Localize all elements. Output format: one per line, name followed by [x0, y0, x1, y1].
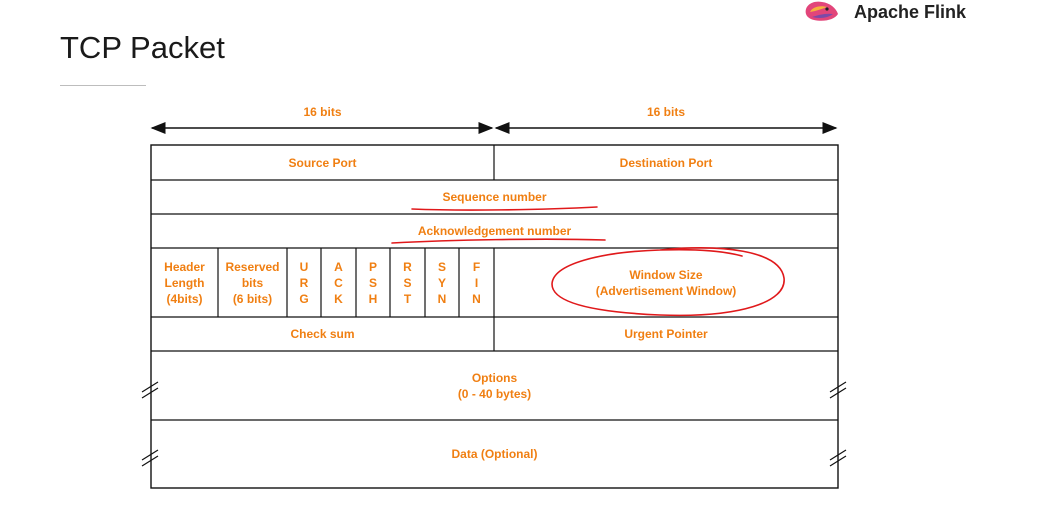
flag-letter: I	[474, 275, 479, 290]
brand-name: Apache Flink	[854, 1, 967, 22]
flag-letter: U	[299, 259, 309, 274]
field-sequence-number: Sequence number	[442, 190, 547, 204]
flag-letter: K	[334, 291, 343, 306]
break-mark-right-data	[829, 449, 847, 467]
field-checksum: Check sum	[290, 327, 355, 341]
reserved-line: (6 bits)	[232, 291, 273, 306]
flag-letter: T	[403, 291, 412, 306]
window-size-title: Window Size	[629, 267, 703, 282]
break-mark-right-options	[829, 381, 847, 399]
field-destination-port: Destination Port	[619, 155, 713, 170]
flag-letter: P	[368, 259, 377, 274]
field-urgent-pointer: Urgent Pointer	[624, 327, 708, 341]
flag-letter: S	[437, 259, 446, 274]
flag-letter: N	[437, 291, 447, 306]
flag-letter: S	[403, 275, 412, 290]
header-length-line: Length	[164, 275, 205, 290]
flag-letter: N	[472, 291, 481, 306]
header-length-line: (4bits)	[166, 291, 203, 306]
flag-ack: A C K	[321, 248, 356, 317]
title-divider	[60, 85, 146, 86]
flag-letter: A	[334, 259, 343, 274]
page-title: TCP Packet	[60, 30, 225, 65]
field-source-port: Source Port	[288, 155, 357, 170]
break-mark-left-data	[141, 449, 159, 467]
flag-syn: S Y N	[425, 248, 459, 317]
field-window-size: Window Size (Advertisement Window)	[494, 248, 838, 317]
flag-urg: U R G	[287, 248, 321, 317]
field-data: Data (Optional)	[451, 447, 538, 461]
flag-letter: F	[472, 259, 481, 274]
sequence-number-underline	[411, 206, 598, 211]
flag-letter: G	[299, 291, 309, 306]
options-subtitle: (0 - 40 bytes)	[457, 386, 532, 401]
bit-width-label-right: 16 bits	[646, 105, 685, 119]
brand: Apache Flink	[800, 0, 966, 24]
acknowledgement-number-underline	[391, 238, 606, 244]
bit-width-label-left: 16 bits	[303, 105, 342, 119]
flag-letter: H	[368, 291, 378, 306]
flag-letter: C	[334, 275, 343, 290]
reserved-line: Reserved	[225, 259, 280, 274]
field-header-length: Header Length (4bits)	[151, 248, 218, 317]
apache-flink-logo-icon	[800, 0, 844, 27]
window-size-subtitle: (Advertisement Window)	[595, 283, 737, 298]
break-mark-left-options	[141, 381, 159, 399]
flag-fin: F I N	[459, 248, 494, 317]
flag-letter: R	[299, 275, 309, 290]
flag-letter: Y	[437, 275, 446, 290]
flag-letter: S	[368, 275, 377, 290]
window-size-circle	[551, 247, 785, 317]
flag-psh: P S H	[356, 248, 390, 317]
field-acknowledgement-number: Acknowledgement number	[417, 224, 572, 238]
field-reserved-bits: Reserved bits (6 bits)	[218, 248, 287, 317]
field-options: Options (0 - 40 bytes)	[151, 351, 838, 420]
options-title: Options	[471, 370, 518, 385]
reserved-line: bits	[241, 275, 264, 290]
flag-letter: R	[403, 259, 412, 274]
flag-rst: R S T	[390, 248, 425, 317]
header-length-line: Header	[164, 259, 205, 274]
